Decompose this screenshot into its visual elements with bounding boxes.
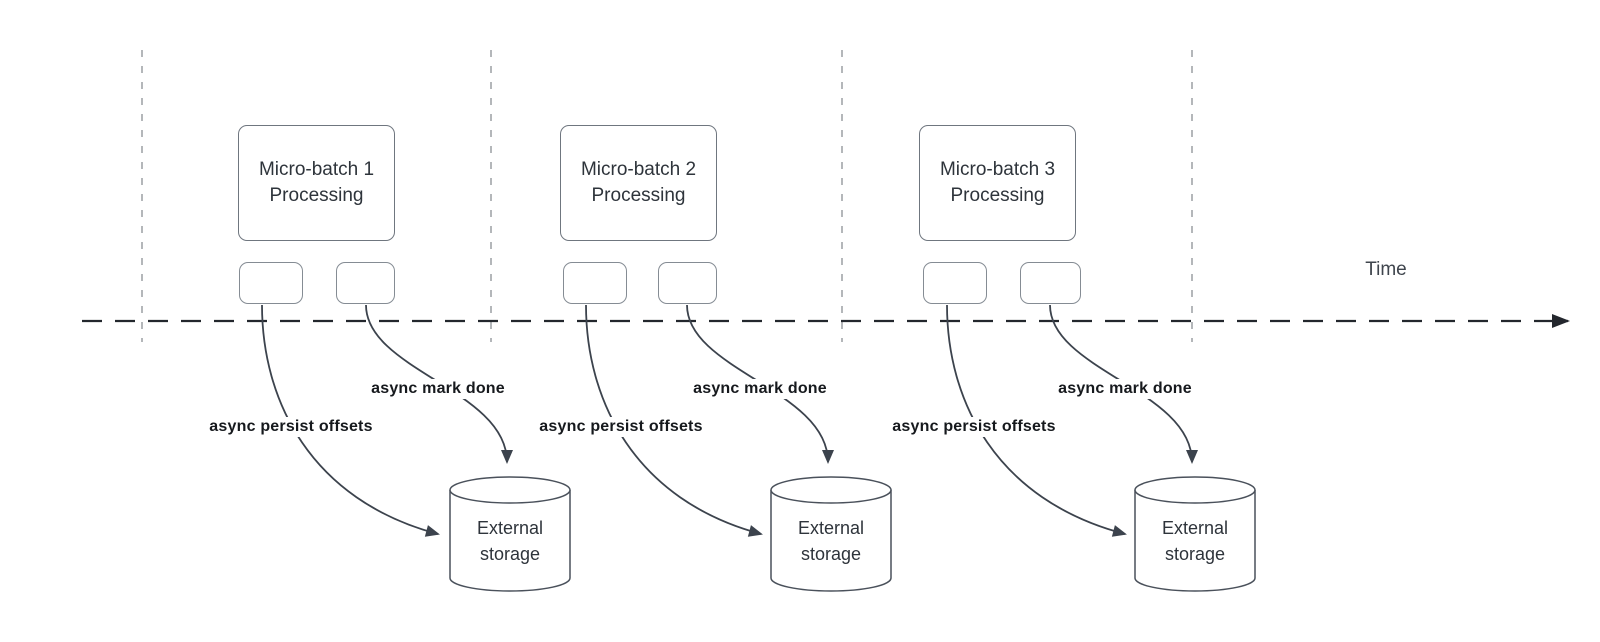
persist-offsets-task-box-1 (239, 262, 303, 304)
storage-cylinder-3 (1134, 476, 1256, 592)
micro-batch-3-processing-label: Micro-batch 3 Processing (939, 159, 1056, 206)
persist-offsets-label-3: async persist offsets (889, 417, 1059, 437)
external-storage-label-2: External storage (797, 518, 865, 564)
mark-done-task-box-2 (658, 262, 717, 304)
persist-offsets-label-2: async persist offsets (536, 417, 706, 437)
persist-offsets-arrow-2 (585, 304, 763, 537)
mark-done-label-2: async mark done (690, 379, 830, 399)
mark-done-task-box-3 (1020, 262, 1081, 304)
external-storage-label-3: External storage (1161, 518, 1229, 564)
time-axis-label: Time (1365, 259, 1407, 280)
mark-done-label-1: async mark done (368, 379, 508, 399)
persist-offsets-task-box-3 (923, 262, 987, 304)
persist-offsets-arrow-3 (946, 304, 1127, 537)
persist-offsets-arrow-1 (261, 304, 440, 537)
mark-done-task-box-1 (336, 262, 395, 304)
micro-batch-1-processing-label: Micro-batch 1 Processing (258, 159, 375, 206)
external-storage-label-1: External storage (476, 518, 544, 564)
micro-batch-2-processing-box: Micro-batch 2 Processing (560, 125, 717, 241)
micro-batch-1-processing-box: Micro-batch 1 Processing (238, 125, 395, 241)
storage-cylinder-1 (449, 476, 571, 592)
micro-batch-2-processing-label: Micro-batch 2 Processing (580, 159, 697, 206)
micro-batch-3-processing-box: Micro-batch 3 Processing (919, 125, 1076, 241)
persist-offsets-label-1: async persist offsets (206, 417, 376, 437)
storage-cylinder-2 (770, 476, 892, 592)
persist-offsets-task-box-2 (563, 262, 627, 304)
mark-done-label-3: async mark done (1055, 379, 1195, 399)
